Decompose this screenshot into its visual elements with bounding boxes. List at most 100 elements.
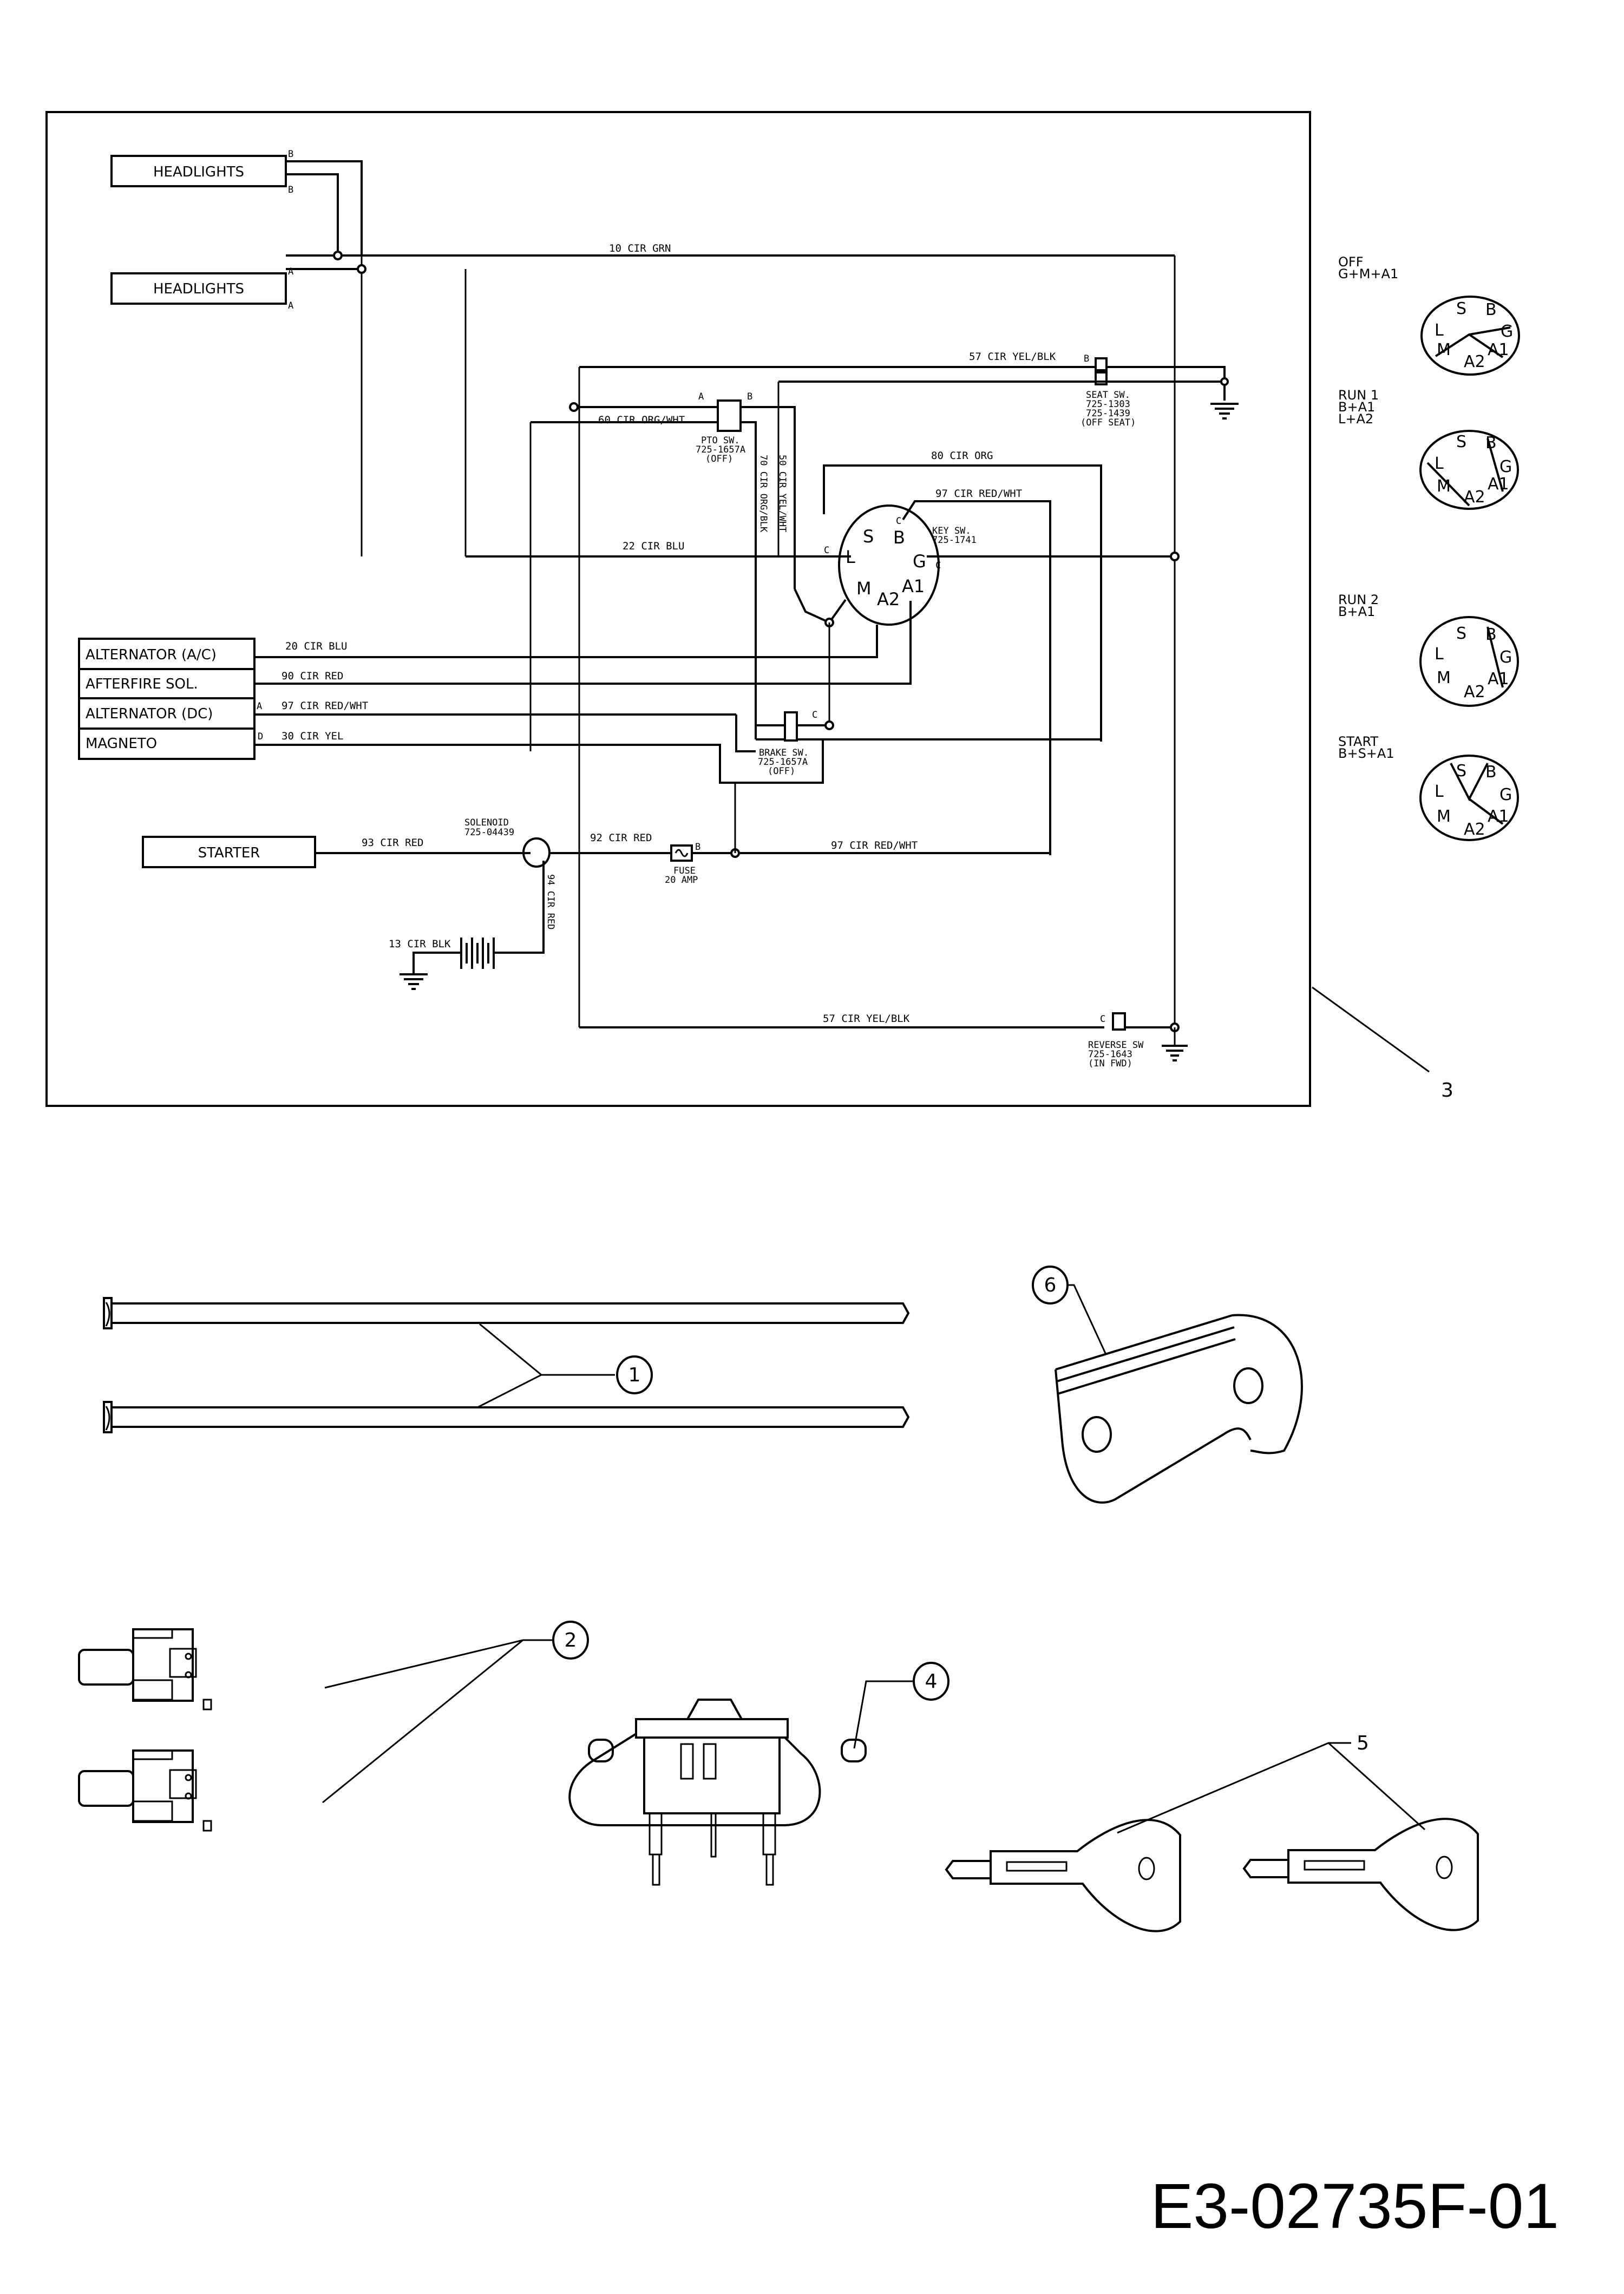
- bracket-part: [1055, 1314, 1303, 1504]
- legend-pin-g: G: [1499, 457, 1512, 476]
- brake-switch-part: 725-1657A: [758, 757, 808, 768]
- connector-b-label: B: [1084, 353, 1089, 364]
- callout-3: 3: [1441, 1079, 1453, 1102]
- callout-2: 2: [565, 1629, 577, 1651]
- legend-pin-a2: A2: [1464, 820, 1485, 839]
- reverse-switch-label: REVERSE SW: [1088, 1040, 1144, 1051]
- safety-switch: [78, 1749, 212, 1832]
- pto-switch-icon: [717, 399, 742, 432]
- headlights-top: HEADLIGHTS: [110, 155, 287, 187]
- key-pin-s: S: [863, 526, 874, 547]
- wire-label-20: 20 CIR BLU: [285, 640, 347, 652]
- legend-pin-s: S: [1456, 299, 1466, 318]
- wire-label-97-fuse: 97 CIR RED/WHT: [831, 840, 918, 851]
- legend-pin-l: L: [1435, 782, 1444, 801]
- junction-node: [1170, 552, 1180, 561]
- key-legend-pins: S B L G M A1 A2 S B L G M A1 A2 S B L G …: [1435, 299, 1513, 839]
- pto-switch-part: 725-1657A: [696, 444, 745, 455]
- alternator-dc-label: ALTERNATOR (DC): [86, 706, 213, 722]
- key-position-combo: B+A1: [1338, 604, 1375, 619]
- legend-pin-m: M: [1437, 477, 1451, 496]
- reverse-switch-part: 725-1643: [1088, 1049, 1132, 1060]
- callout-1: 1: [628, 1364, 641, 1386]
- legend-pin-l: L: [1435, 454, 1444, 473]
- fuse-label: FUSE: [673, 866, 696, 876]
- component-stack: ALTERNATOR (A/C) AFTERFIRE SOL. ALTERNAT…: [78, 638, 256, 760]
- key-position-combo: B+A1: [1338, 399, 1375, 415]
- key-switch: S B L G M A1 A2: [838, 504, 940, 626]
- key-position-combo: L+A2: [1338, 411, 1373, 427]
- headlights-bottom: HEADLIGHTS: [110, 272, 287, 305]
- legend-pin-g: G: [1499, 785, 1512, 804]
- legend-pin-s: S: [1456, 624, 1466, 643]
- key-switch-part: 725-1741: [932, 535, 977, 546]
- wire-20-blu: [254, 625, 878, 658]
- key-position-off: OFF G+M+A1: [1338, 254, 1520, 376]
- afterfire-sol-label: AFTERFIRE SOL.: [86, 676, 198, 692]
- wire-label-90: 90 CIR RED: [281, 670, 343, 682]
- key-position-combo: B+S+A1: [1338, 746, 1394, 761]
- wire-label-22: 22 CIR BLU: [623, 540, 684, 552]
- solenoid-part: [568, 1699, 867, 1886]
- connector-b-label: B: [288, 185, 293, 195]
- junction-node: [569, 402, 579, 412]
- key-pin-b: B: [893, 527, 905, 548]
- wire-segment: [735, 715, 756, 752]
- connector-c-label: C: [935, 560, 941, 571]
- legend-pin-s: S: [1456, 762, 1466, 781]
- seat-switch-part-1: 725-1303: [1086, 399, 1130, 410]
- key-pin-a2: A2: [877, 589, 900, 609]
- legend-pin-l: L: [1435, 645, 1444, 664]
- reverse-switch-icon: [1112, 1012, 1126, 1031]
- legend-pin-l: L: [1435, 321, 1444, 340]
- connector-a-label: A: [288, 266, 293, 277]
- key-position-name: START: [1338, 734, 1378, 749]
- solenoid-label: SOLENOID: [464, 817, 509, 828]
- legend-pin-b: B: [1485, 625, 1497, 644]
- wire-label-57-bottom: 57 CIR YEL/BLK: [823, 1013, 910, 1025]
- legend-pin-b: B: [1485, 763, 1497, 782]
- connector-a-label: A: [698, 391, 704, 402]
- key-position-name: RUN 2: [1338, 592, 1379, 607]
- wire-label-97-alt: 97 CIR RED/WHT: [281, 700, 368, 712]
- key-position-start: START B+S+A1: [1338, 734, 1519, 841]
- wire-13-blk: [412, 952, 461, 973]
- wire-label-70: 70 CIR ORG/BLK: [758, 455, 769, 533]
- connector-c-label: C: [812, 710, 817, 720]
- reverse-switch-state: (IN FWD): [1088, 1058, 1132, 1069]
- starter: STARTER: [142, 836, 316, 868]
- wire-label-57-top: 57 CIR YEL/BLK: [969, 351, 1056, 363]
- legend-pin-g: G: [1499, 648, 1512, 667]
- wire-label-13: 13 CIR BLK: [389, 938, 451, 950]
- cable-tie: [103, 1297, 910, 1329]
- callout-leader: [324, 1639, 553, 1689]
- key-position-run-2: RUN 2 B+A1: [1338, 592, 1519, 707]
- callout-leader: [477, 1323, 543, 1408]
- wire-80: [823, 464, 1102, 742]
- key-position-name: RUN 1: [1338, 388, 1379, 403]
- battery-icon: [460, 938, 495, 969]
- callout-leader: [1327, 1742, 1426, 1831]
- callout-leader: [1068, 1284, 1106, 1354]
- connector-b-label: B: [288, 149, 293, 160]
- alternator-ac-label: ALTERNATOR (A/C): [86, 647, 217, 663]
- legend-pin-a2: A2: [1464, 352, 1485, 371]
- legend-pin-s: S: [1456, 432, 1466, 451]
- key-position-name: OFF: [1338, 254, 1364, 270]
- ignition-key: [945, 1819, 1181, 1932]
- wire-label-92: 92 CIR RED: [590, 832, 652, 844]
- connector-d-label: D: [258, 731, 263, 742]
- wire-segment: [1106, 366, 1226, 401]
- wire-segment: [794, 588, 847, 624]
- magneto-label: MAGNETO: [86, 736, 157, 752]
- document-id: E3-02735F-01: [1151, 2171, 1559, 2242]
- junction-node: [357, 264, 366, 274]
- legend-pin-m: M: [1437, 340, 1451, 359]
- wire-segment: [286, 160, 363, 255]
- wire-segment: [741, 421, 757, 739]
- key-pin-a1: A1: [902, 576, 925, 597]
- fuse-rating: 20 AMP: [665, 875, 698, 886]
- junction-node: [333, 251, 343, 260]
- key-pin-m: M: [856, 578, 872, 599]
